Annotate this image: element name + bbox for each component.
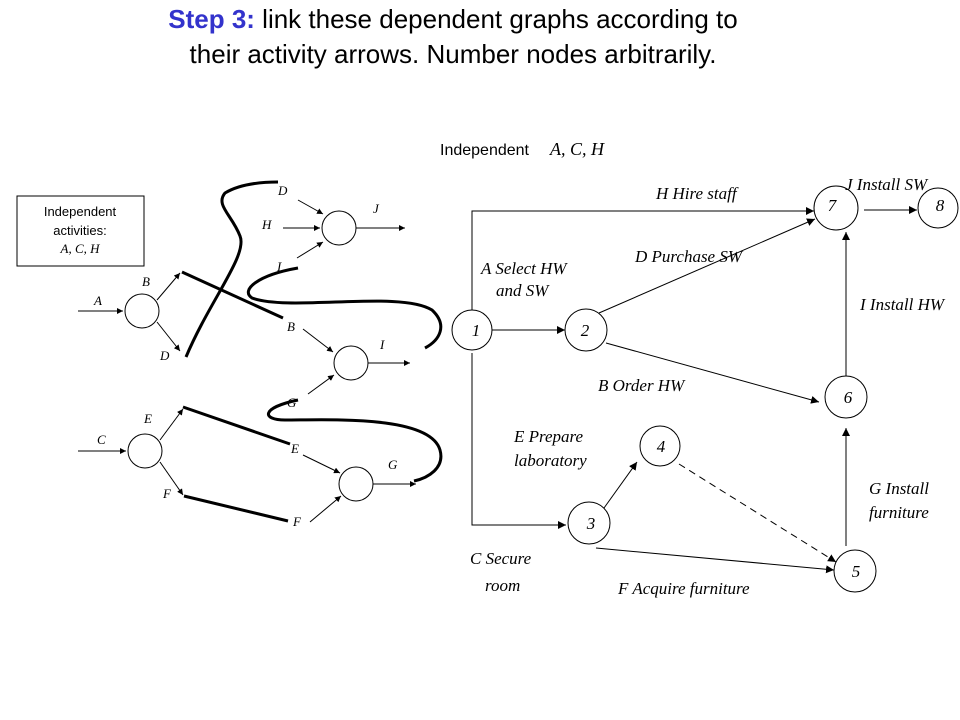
edge-h bbox=[471, 207, 814, 313]
node-2 bbox=[564, 308, 608, 352]
node-5 bbox=[833, 549, 877, 593]
node-1-label: 1 bbox=[472, 321, 481, 340]
edge-c bbox=[471, 353, 566, 529]
independent-heading: Independent A, C, H bbox=[440, 139, 605, 159]
activity-labels: H Hire staff J Install SW A Select HW an… bbox=[470, 175, 946, 598]
node-3 bbox=[567, 501, 611, 545]
node-c-end bbox=[127, 433, 163, 469]
link-d bbox=[184, 180, 279, 358]
network-nodes bbox=[451, 185, 959, 593]
node-8 bbox=[917, 187, 959, 229]
box-line3: A, C, H bbox=[60, 241, 101, 256]
node-j-start bbox=[321, 210, 357, 246]
edge-e bbox=[603, 461, 638, 509]
edge-f bbox=[595, 547, 835, 574]
link-f bbox=[183, 494, 289, 523]
label-f-bottom: F bbox=[162, 486, 172, 501]
arrow-b-out bbox=[156, 272, 181, 301]
node-i-start bbox=[333, 345, 369, 381]
left-thin-arrows bbox=[78, 199, 416, 523]
activity-g-label-1: G Install bbox=[869, 479, 929, 498]
link-g bbox=[266, 398, 443, 483]
activity-c-label-2: room bbox=[485, 576, 520, 595]
arrow-i-in bbox=[296, 241, 324, 259]
label-g-in: G bbox=[287, 395, 297, 410]
link-b bbox=[181, 270, 284, 320]
label-e-in: E bbox=[290, 441, 299, 456]
network-node-labels: 1 2 3 4 5 6 7 8 bbox=[472, 196, 945, 581]
activity-h-label: H Hire staff bbox=[655, 184, 739, 203]
activity-c-label-1: C Secure bbox=[470, 549, 532, 568]
label-a: A bbox=[93, 293, 102, 308]
activity-a-label-1: A Select HW bbox=[480, 259, 568, 278]
node-4 bbox=[639, 425, 681, 467]
linking-curves bbox=[181, 180, 443, 523]
title-line1: link these dependent graphs according to bbox=[262, 4, 738, 34]
edge-d bbox=[598, 218, 816, 314]
arrow-e-out bbox=[159, 408, 184, 441]
arrow-f-out bbox=[159, 461, 184, 496]
link-i bbox=[246, 266, 443, 350]
activity-a-label-2: and SW bbox=[496, 281, 550, 300]
activity-f-label: F Acquire furniture bbox=[617, 579, 750, 598]
independent-activities-box: Independent activities: A, C, H bbox=[16, 195, 145, 267]
activity-d-label: D Purchase SW bbox=[634, 247, 744, 266]
label-d-bottom: D bbox=[159, 348, 170, 363]
activity-i-label: I Install HW bbox=[859, 295, 946, 314]
label-j-out: J bbox=[373, 201, 380, 216]
node-g-start bbox=[338, 466, 374, 502]
left-labels: A B D C E F D H I J B G I E F G bbox=[93, 183, 398, 529]
node-2-label: 2 bbox=[581, 321, 590, 340]
label-i-in: I bbox=[276, 259, 282, 274]
activity-e-label-2: laboratory bbox=[514, 451, 587, 470]
arrow-f-in bbox=[309, 495, 342, 523]
node-5-label: 5 bbox=[852, 562, 861, 581]
label-b-top: B bbox=[142, 274, 150, 289]
node-7-label: 7 bbox=[828, 196, 838, 215]
edge-dummy bbox=[678, 463, 837, 563]
node-7 bbox=[813, 185, 859, 231]
activity-e-label-1: E Prepare bbox=[513, 427, 584, 446]
step-label: Step 3: bbox=[168, 4, 255, 34]
independent-list: A, C, H bbox=[549, 139, 605, 159]
node-6-label: 6 bbox=[844, 388, 853, 407]
label-b-in: B bbox=[287, 319, 295, 334]
box-line2: activities: bbox=[53, 223, 106, 238]
arrow-g-in bbox=[307, 374, 335, 395]
node-4-label: 4 bbox=[657, 437, 666, 456]
node-1 bbox=[451, 309, 493, 351]
label-e-top: E bbox=[143, 411, 152, 426]
node-3-label: 3 bbox=[586, 514, 596, 533]
title-line2: their activity arrows. Number nodes arbi… bbox=[189, 39, 717, 69]
label-d-in: D bbox=[277, 183, 288, 198]
node-6 bbox=[824, 375, 868, 419]
network-edges bbox=[471, 206, 917, 574]
label-f-in: F bbox=[292, 514, 302, 529]
label-c: C bbox=[97, 432, 106, 447]
activity-b-label: B Order HW bbox=[598, 376, 686, 395]
arrow-d-in bbox=[297, 199, 324, 215]
arrow-e-in bbox=[302, 454, 341, 474]
node-8-label: 8 bbox=[936, 196, 945, 215]
activity-g-label-2: furniture bbox=[869, 503, 929, 522]
activity-j-label: J Install SW bbox=[845, 175, 929, 194]
node-a-end bbox=[124, 293, 160, 329]
label-g-out: G bbox=[388, 457, 398, 472]
independent-prefix: Independent bbox=[440, 142, 530, 159]
box-line1: Independent bbox=[44, 204, 117, 219]
link-e bbox=[182, 405, 291, 446]
arrow-d-out bbox=[156, 321, 181, 352]
label-h-in: H bbox=[261, 217, 272, 232]
label-i-out: I bbox=[379, 337, 385, 352]
edge-b bbox=[605, 342, 820, 404]
left-nodes bbox=[124, 210, 374, 502]
arrow-b-in bbox=[302, 328, 334, 353]
slide-title: Step 3: link these dependent graphs acco… bbox=[0, 2, 906, 72]
